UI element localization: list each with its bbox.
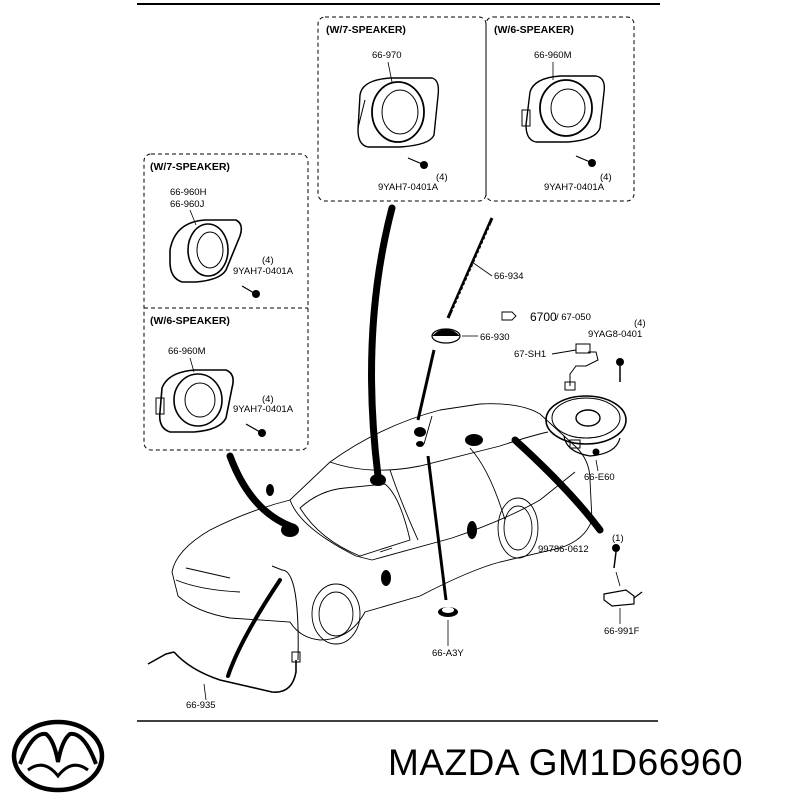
box-title: (W/7-SPEAKER) — [326, 24, 406, 36]
ref-number: 6700 — [530, 310, 557, 324]
ref-slash: / 67-050 — [556, 312, 591, 323]
harness-label: 67-SH1 — [514, 349, 546, 360]
clip-icon — [616, 358, 624, 382]
part-label: 66-991F — [604, 626, 640, 637]
harness-connector — [551, 343, 599, 391]
box-title: (W/6-SPEAKER) — [494, 24, 574, 36]
feeder-cable — [147, 565, 301, 693]
part-label: 66-960M — [168, 346, 206, 357]
qty-label: (4) — [600, 172, 612, 183]
qty-label: (4) — [262, 255, 274, 266]
screw-icon — [245, 423, 266, 437]
part-label: 66-934 — [494, 271, 524, 282]
part-label: 66-960H — [170, 187, 207, 198]
grommet-icon — [426, 455, 458, 617]
speaker-6-front — [521, 75, 606, 143]
box-title: (W/6-SPEAKER) — [150, 315, 230, 327]
box-title: (W/7-SPEAKER) — [150, 161, 230, 173]
box-top-right: (W/6-SPEAKER) 66-960M (4) 9YAH7-0401A — [485, 16, 635, 202]
bolt-label: 99786-0612 — [538, 544, 589, 555]
footer-part-number: MAZDA GM1D66960 — [388, 742, 744, 783]
screw-icon — [575, 155, 596, 167]
ref-6700: 6700 / 67-050 — [501, 310, 591, 324]
screw-label: 9YAH7-0401A — [378, 182, 439, 193]
screw-label: 9YAH7-0401A — [544, 182, 605, 193]
clip-label: 9YAG8-0401 — [588, 329, 642, 340]
car-outline — [171, 403, 593, 645]
part-label: 66-E60 — [584, 472, 615, 483]
part-label: 66-930 — [480, 332, 510, 343]
qty-label: (4) — [262, 394, 274, 405]
part-label: 66-960J — [170, 199, 205, 210]
part-label: 66-935 — [186, 700, 216, 711]
screw-label: 9YAH7-0401A — [233, 266, 294, 277]
qty-label: (1) — [612, 533, 624, 544]
mazda-logo-icon — [11, 719, 105, 793]
part-label: 66-A3Y — [432, 648, 464, 659]
speaker-7-front — [357, 77, 440, 148]
box-mid-left: (W/7-SPEAKER) 66-960H 66-960J (4) 9YAH7-… — [143, 153, 309, 451]
screw-icon — [241, 285, 260, 298]
speaker-7-door — [169, 219, 243, 283]
qty-label: (4) — [634, 318, 646, 329]
box-top-left: (W/7-SPEAKER) 66-970 (4) 9YAH7-0401A — [317, 16, 487, 202]
screw-icon — [407, 157, 428, 169]
leader-lines — [226, 204, 604, 678]
antenna-base: 66-930 — [416, 328, 510, 421]
speaker-location-marks — [266, 427, 483, 586]
screw-label: 9YAH7-0401A — [233, 404, 294, 415]
qty-label: (4) — [436, 172, 448, 183]
amplifier-icon — [603, 589, 643, 607]
part-label: 66-960M — [534, 50, 572, 61]
antenna-mast: 66-934 — [446, 217, 524, 319]
part-label: 66-970 — [372, 50, 402, 61]
bolt-icon — [612, 544, 621, 587]
speaker-rear — [545, 395, 627, 457]
speaker-6-door — [155, 369, 234, 433]
